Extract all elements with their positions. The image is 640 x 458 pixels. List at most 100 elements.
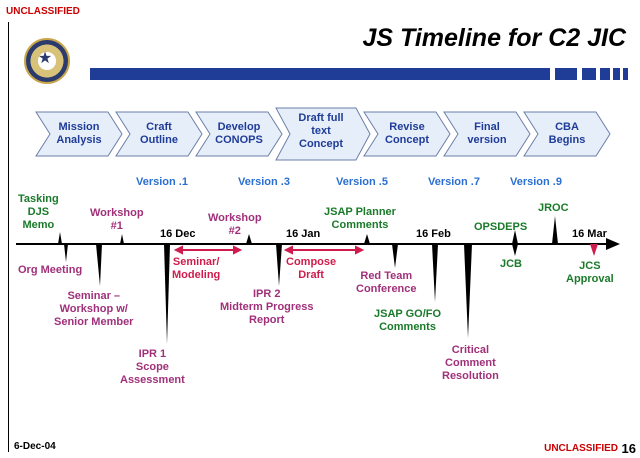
event-line: Modeling xyxy=(172,269,221,281)
phase-label-mission-analysis: Mission Analysis xyxy=(44,121,114,147)
event-line: Tasking xyxy=(18,193,59,205)
title-stripe-6 xyxy=(623,68,628,80)
event-line: IPR 1 xyxy=(138,348,167,360)
event-opsdeps: OPSDEPS xyxy=(474,221,528,233)
page-number: 16 xyxy=(621,441,636,456)
chevron-craft-outline xyxy=(115,111,203,157)
event-line: JCS xyxy=(579,260,601,272)
phase-line: Develop xyxy=(217,121,261,133)
event-line: Report xyxy=(249,314,285,326)
event-line: JSAP GO/FO xyxy=(374,308,442,320)
slide-date: 6-Dec-04 xyxy=(14,441,56,452)
phase-label-develop-conops: Develop CONOPS xyxy=(204,121,274,147)
event-critical-comment-resolution: Critical Comment Resolution xyxy=(442,344,499,383)
event-org-meeting: Org Meeting xyxy=(18,264,83,276)
event-jsap-planner-comments: JSAP Planner Comments xyxy=(324,206,396,232)
version-label: Version .7 xyxy=(428,176,480,188)
event-line: Critical xyxy=(451,344,490,356)
phase-line: Draft full xyxy=(298,112,344,124)
event-line: JSAP Planner xyxy=(324,206,396,218)
event-jcb: JCB xyxy=(500,258,523,270)
phase-line: Final xyxy=(474,121,500,133)
event-line: Draft xyxy=(298,269,324,281)
slide-title: JS Timeline for C2 JIC xyxy=(362,24,626,52)
event-jsap-gofo-comments: JSAP GO/FO Comments xyxy=(374,308,441,334)
slide-frame xyxy=(8,22,633,452)
chevron-cba-begins xyxy=(523,111,611,157)
event-line: Assessment xyxy=(120,374,185,386)
spike-seminar xyxy=(96,244,102,286)
eagle-icon: ★ xyxy=(37,50,53,67)
phase-line: text xyxy=(311,125,331,137)
date-16-dec: 16 Dec xyxy=(160,228,196,240)
phase-line: Analysis xyxy=(56,134,102,146)
title-stripe-5 xyxy=(613,68,620,80)
joint-staff-seal-logo xyxy=(24,38,70,84)
date-16-jan: 16 Jan xyxy=(286,228,321,240)
title-stripe-1 xyxy=(90,68,550,80)
chevron-draft-full-text xyxy=(275,107,371,161)
event-seminar-workshop: Seminar – Workshop w/ Senior Member xyxy=(54,290,133,329)
spike-jsap-gofo xyxy=(432,244,438,302)
title-stripe-3 xyxy=(582,68,596,80)
date-16-mar: 16 Mar xyxy=(572,228,607,240)
spike-workshop1 xyxy=(120,234,124,244)
spike-tasking xyxy=(58,232,62,244)
event-ipr-1: IPR 1 Scope Assessment xyxy=(120,348,185,387)
event-seminar-modeling: Seminar/ Modeling xyxy=(172,256,220,282)
event-line: Senior Member xyxy=(54,316,134,328)
event-line: Memo xyxy=(22,219,55,231)
event-jcs-approval: JCS Approval xyxy=(566,260,614,286)
phase-line: Revise xyxy=(389,121,425,133)
title-stripe-4 xyxy=(600,68,610,80)
chevron-mission-analysis xyxy=(35,111,123,157)
chevron-revise-concept xyxy=(363,111,451,157)
event-line: Scope xyxy=(135,361,169,373)
event-line: IPR 2 xyxy=(253,288,281,300)
version-label: Version .5 xyxy=(336,176,388,188)
event-line: Comment xyxy=(445,357,496,369)
classification-bottom: UNCLASSIFIED xyxy=(544,443,618,454)
event-line: Comments xyxy=(379,321,436,333)
event-line: Workshop w/ xyxy=(59,303,128,315)
phase-line: Outline xyxy=(140,134,178,146)
phase-line: Craft xyxy=(146,121,172,133)
event-line: Red Team xyxy=(360,270,413,282)
spike-ipr2 xyxy=(276,244,282,286)
event-line: #1 xyxy=(110,220,123,232)
phase-line: Begins xyxy=(548,134,586,146)
event-line: Resolution xyxy=(442,370,499,382)
event-line: Seminar/ xyxy=(172,256,220,268)
event-line: Seminar – xyxy=(67,290,121,302)
phase-line: CONOPS xyxy=(215,134,263,146)
event-line: Workshop xyxy=(208,212,262,224)
phase-line: Concept xyxy=(299,138,343,150)
classification-top: UNCLASSIFIED xyxy=(6,6,80,17)
event-workshop-1: Workshop #1 xyxy=(90,207,144,233)
phase-label-draft-full-text: Draft full text Concept xyxy=(286,112,356,151)
event-jroc: JROC xyxy=(538,202,569,214)
spike-jcb xyxy=(512,244,518,256)
event-line: #2 xyxy=(228,225,241,237)
phase-label-cba-begins: CBA Begins xyxy=(532,121,602,147)
spike-jcs xyxy=(590,244,598,256)
spike-critical xyxy=(464,244,472,338)
phase-label-craft-outline: Craft Outline xyxy=(124,121,194,147)
event-line: Conference xyxy=(356,283,417,295)
phase-line: version xyxy=(467,134,507,146)
event-line: Comments xyxy=(331,219,389,231)
version-label: Version .1 xyxy=(136,176,188,188)
event-line: Approval xyxy=(566,273,614,285)
phase-label-revise-concept: Revise Concept xyxy=(372,121,442,147)
spike-workshop2 xyxy=(246,234,252,244)
timeline-arrowhead xyxy=(606,238,620,250)
chevron-develop-conops xyxy=(195,111,283,157)
spike-opsdeps xyxy=(512,230,518,244)
event-compose-draft: Compose Draft xyxy=(286,256,336,282)
spike-red-team xyxy=(392,244,398,268)
title-stripe-2 xyxy=(555,68,577,80)
spike-ipr1 xyxy=(164,244,170,344)
event-workshop-2: Workshop #2 xyxy=(208,212,262,238)
spike-jsap-planner xyxy=(364,234,370,244)
